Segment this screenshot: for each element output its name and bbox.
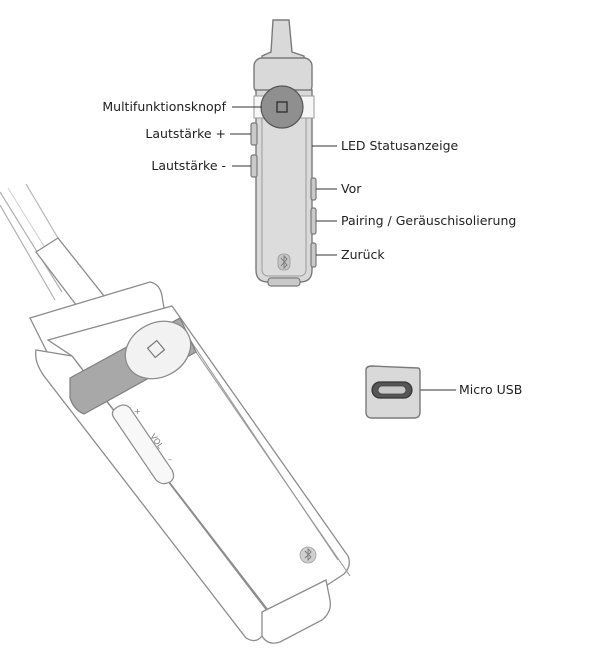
multifunction-button[interactable] bbox=[260, 85, 304, 129]
pairing-button[interactable] bbox=[310, 207, 317, 235]
front-panel bbox=[261, 111, 307, 277]
bottom-foot bbox=[267, 277, 301, 287]
volume-minus-marking: – bbox=[168, 455, 172, 464]
label-pairing: Pairing / Geräuschisolierung bbox=[341, 213, 516, 228]
micro-usb-detail bbox=[365, 365, 421, 419]
label-forward: Vor bbox=[341, 181, 362, 196]
cable-stub bbox=[261, 19, 305, 63]
face-edge bbox=[195, 351, 351, 577]
cable bbox=[0, 191, 63, 293]
volume-plus-marking: + bbox=[134, 407, 141, 416]
front-view-remote bbox=[250, 19, 317, 287]
volume-down-button[interactable] bbox=[250, 154, 258, 178]
bottom-clip bbox=[261, 579, 331, 644]
label-back: Zurück bbox=[341, 247, 385, 262]
square-icon bbox=[146, 339, 166, 359]
forward-button[interactable] bbox=[310, 177, 317, 201]
perspective-view-remote: + – VOL bbox=[0, 183, 351, 644]
label-led: LED Statusanzeige bbox=[341, 138, 459, 153]
label-volume-down: Lautstärke - bbox=[151, 158, 226, 173]
multifunction-button[interactable] bbox=[115, 310, 200, 390]
square-icon bbox=[276, 101, 288, 113]
bluetooth-icon bbox=[299, 546, 317, 564]
label-micro-usb: Micro USB bbox=[459, 382, 522, 397]
label-volume-up: Lautstärke + bbox=[145, 126, 226, 141]
bluetooth-icon bbox=[277, 253, 291, 271]
volume-rocker[interactable] bbox=[111, 404, 175, 485]
back-button[interactable] bbox=[310, 242, 317, 268]
cable bbox=[0, 204, 56, 301]
label-multifunction: Multifunktionsknopf bbox=[102, 99, 226, 114]
volume-up-button[interactable] bbox=[250, 122, 258, 146]
